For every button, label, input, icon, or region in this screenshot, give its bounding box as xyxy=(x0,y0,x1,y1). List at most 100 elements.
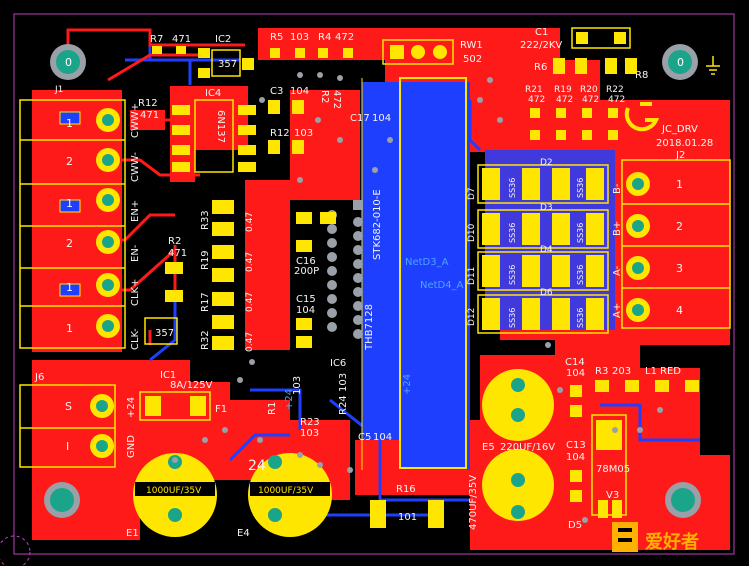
r20-label: R20 xyxy=(580,85,598,95)
j2-label: J2 xyxy=(675,150,685,161)
netd4-label: NetD4_A xyxy=(420,280,464,291)
c13-value: 104 xyxy=(566,452,585,463)
r6-label: R6 xyxy=(534,62,547,73)
j2-connector xyxy=(621,159,731,329)
ss36-2: SS36 xyxy=(576,178,585,198)
d12-label: D12 xyxy=(467,308,477,326)
j2-pin-a-minus: A- xyxy=(612,265,623,276)
ic2-chip xyxy=(198,48,254,78)
c3-label: C3 xyxy=(270,86,283,97)
watermark-text: 爱好者 xyxy=(645,531,699,553)
j6-pin-gnd: GND xyxy=(126,435,137,458)
r17-label: R17 xyxy=(200,292,211,312)
ic1-value: 357 xyxy=(155,328,174,339)
plus24-net-a: +24 xyxy=(284,389,295,410)
board-outline xyxy=(13,13,735,555)
c13-label: C13 xyxy=(566,440,586,451)
ic6-label: IC6 xyxy=(330,358,346,369)
j6-connector xyxy=(19,384,116,468)
ic4-label: IC4 xyxy=(205,88,221,99)
svg-text:0: 0 xyxy=(65,56,72,69)
r3-value: 203 xyxy=(612,366,631,377)
c15-label: C15 xyxy=(296,294,316,305)
c16-value: 200P xyxy=(294,266,319,277)
j2-num-2: 2 xyxy=(676,220,683,233)
watermark-icon xyxy=(612,522,638,552)
d5-label: D5 xyxy=(568,520,582,531)
d6-label: D6 xyxy=(540,288,553,298)
c5-value: 104 xyxy=(373,432,392,443)
c3-value: 104 xyxy=(290,86,309,97)
ground-symbol-icon xyxy=(706,56,720,75)
r7-value: 471 xyxy=(172,34,191,45)
r24-label: R24 xyxy=(338,395,349,415)
j1-label: J1 xyxy=(54,85,63,95)
c14-label: C14 xyxy=(565,357,585,368)
d10-label: D10 xyxy=(467,223,477,242)
r12b-label: R12 xyxy=(270,128,290,139)
diode-array xyxy=(477,164,609,334)
ss36-3: SS36 xyxy=(508,223,517,243)
r047-3: 0.47 xyxy=(245,292,255,312)
r1-label: R1 xyxy=(267,402,278,415)
r1-value: 103 xyxy=(292,376,303,395)
v3-value: 78M05 xyxy=(596,464,630,475)
r21-label: R21 xyxy=(525,85,543,95)
l1-label: L1 xyxy=(645,366,657,377)
j1-pin-clk-plus: CLK+ xyxy=(130,279,141,307)
r2-label: R2 xyxy=(319,90,330,103)
e4-label: E4 xyxy=(237,528,250,539)
fuse-value: 8A/125V xyxy=(170,380,213,391)
e5-value: 220UF/16V xyxy=(500,442,555,453)
r4-label: R4 xyxy=(318,32,331,43)
e5-label: E5 xyxy=(482,442,495,453)
r22-value: 472 xyxy=(608,95,625,105)
j1-pin-en-minus: EN- xyxy=(130,244,141,262)
e1-label: E1 xyxy=(126,528,139,539)
r19b-label: R19 xyxy=(200,250,211,270)
r12b-value: 103 xyxy=(294,128,313,139)
c17-label: C17 xyxy=(350,113,370,124)
netd3-label: NetD3_A xyxy=(405,257,449,268)
r047-4: 0.47 xyxy=(245,332,255,352)
j2-num-4: 4 xyxy=(676,304,683,317)
j2-num-3: 3 xyxy=(676,262,683,275)
sense-resistors xyxy=(212,200,234,350)
stk-label: STK682-010-E xyxy=(372,189,383,260)
corner-marker-icon xyxy=(0,535,31,566)
r21-value: 472 xyxy=(528,95,545,105)
logo-text: JC_DRV xyxy=(661,124,698,135)
r2b-value: 471 xyxy=(168,248,187,259)
r23-value: 103 xyxy=(300,428,319,439)
stk-module xyxy=(361,77,467,470)
d7-label: D7 xyxy=(467,187,477,200)
e6-capacitor xyxy=(482,449,554,521)
ic1-label: IC1 xyxy=(160,370,176,381)
r12a-label: R12 xyxy=(138,98,158,109)
r3-label: R3 xyxy=(595,366,608,377)
c15-value: 104 xyxy=(296,305,315,316)
plus24-net-b: +24 xyxy=(402,374,413,395)
j2-pin-a-plus: A+ xyxy=(612,303,623,318)
r16-label: R16 xyxy=(396,484,416,495)
r2b-label: R2 xyxy=(168,236,181,247)
vias xyxy=(172,72,663,523)
j1-num-1: 1 xyxy=(66,117,73,130)
e6-value: 470UF/35V xyxy=(468,475,479,530)
c1-value: 222/2KV xyxy=(520,40,562,51)
r8-label: R8 xyxy=(635,70,648,81)
r19-value: 472 xyxy=(556,95,573,105)
r23-label: R23 xyxy=(300,417,320,428)
r20-value: 472 xyxy=(582,95,599,105)
r047-1: 0.47 xyxy=(245,212,255,232)
board-date: 2018.01.28 xyxy=(656,138,713,149)
d2-label: D2 xyxy=(540,158,553,168)
thb-label: THB7128 xyxy=(364,304,375,351)
ss36-4: SS36 xyxy=(576,223,585,243)
j1-num-4: 2 xyxy=(66,237,73,250)
r5-value: 103 xyxy=(290,32,309,43)
j6-pin-plus24: +24 xyxy=(126,397,137,418)
e4-value: 1000UF/35V xyxy=(258,486,314,496)
j1-num-6: 1 xyxy=(66,322,73,335)
j2-pin-b-plus: B+ xyxy=(612,221,623,236)
